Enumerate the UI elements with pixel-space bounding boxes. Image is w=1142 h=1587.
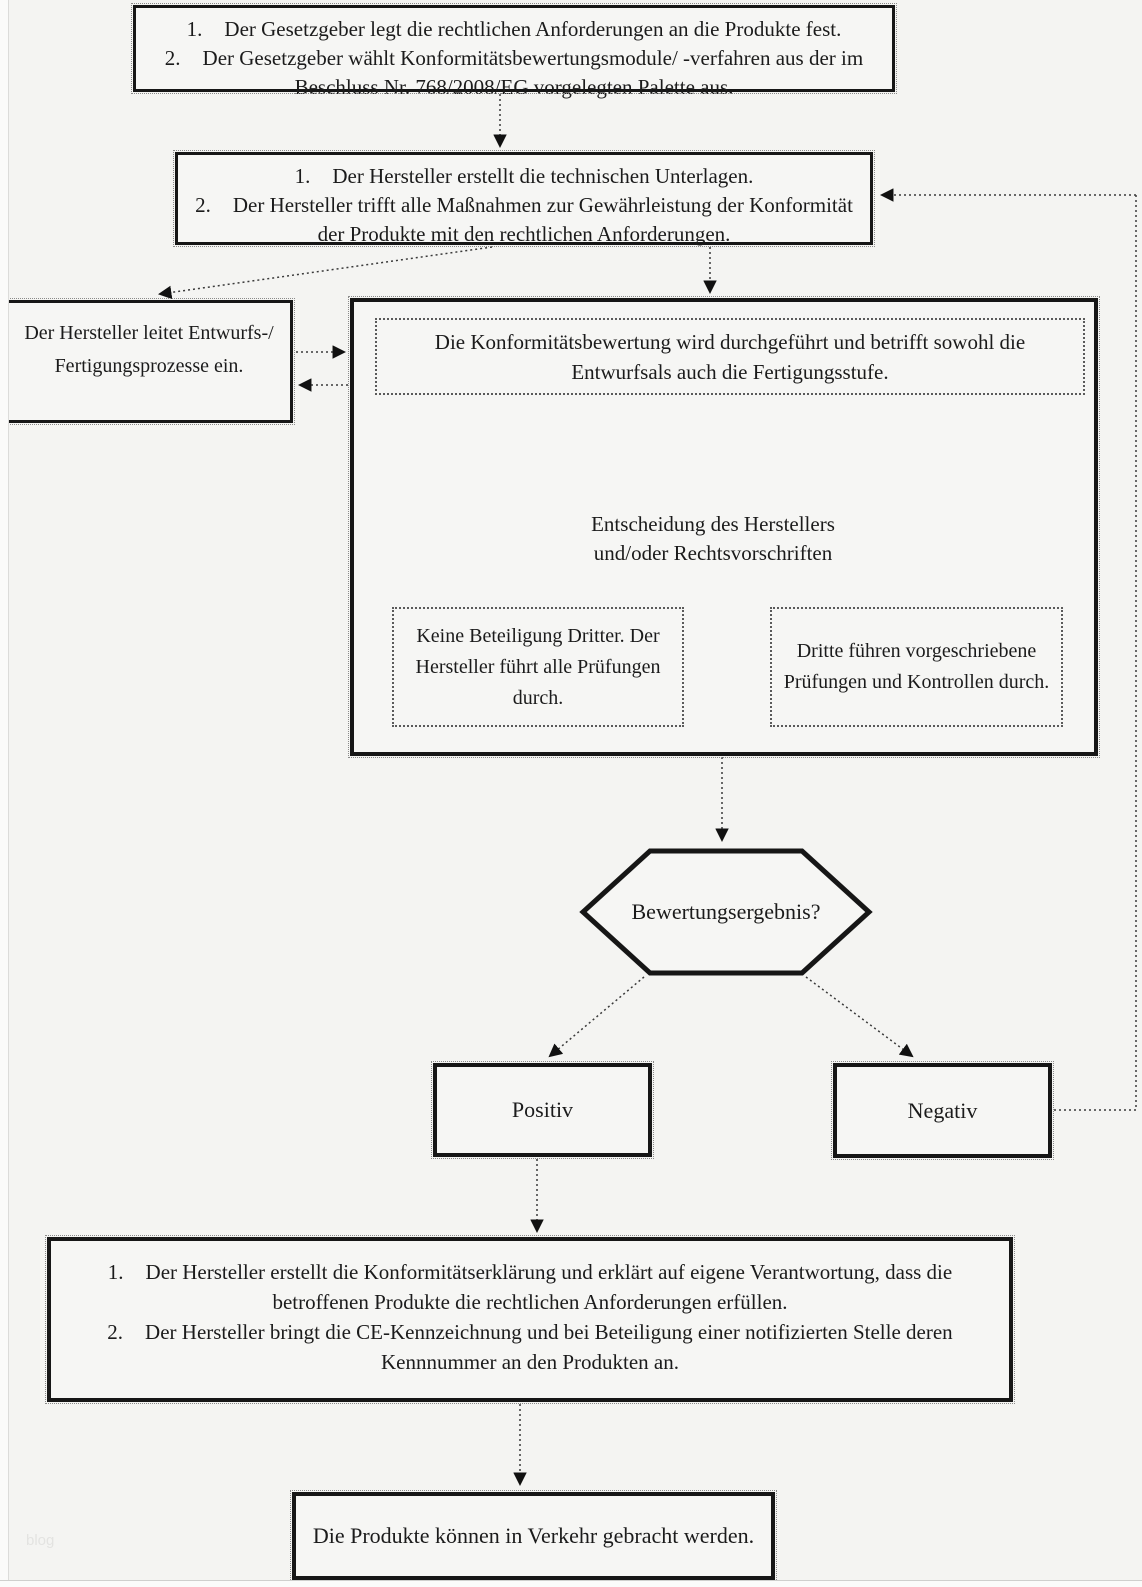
list-number: 1. (294, 164, 311, 188)
negative-box: Negativ (831, 1061, 1054, 1160)
prep-item-2: 2. Der Hersteller trifft alle Maßnahmen z… (190, 191, 858, 249)
manufacturer-prep-box: 1. Der Hersteller erstellt die technische… (173, 150, 875, 247)
watermark: blog (26, 1532, 55, 1549)
legislator-box: 1. Der Gesetzgeber legt die rechtlichen A… (131, 3, 897, 99)
result-hexagon-text: Bewertungsergebnis? (631, 899, 821, 924)
declaration-box: 1. Der Hersteller erstellt die Konformitä… (45, 1235, 1015, 1404)
no-third-party-box: Keine Beteiligung Dritter. Der Herstelle… (392, 607, 684, 727)
conformity-assessment-box: Die Konformitätsbewertung wird durchgefü… (375, 318, 1085, 395)
list-number: 2. (195, 193, 211, 217)
positive-text: Positiv (511, 1097, 574, 1122)
market-box: Die Produkte können in Verkehr gebracht … (290, 1490, 777, 1582)
scan-edge-bottom (0, 1580, 1142, 1587)
third-party-box: Dritte führen vorgeschriebene Prüfungen … (770, 607, 1063, 727)
list-number: 2. (164, 46, 181, 70)
negative-text: Negativ (907, 1097, 978, 1123)
design-process-box: Der Hersteller leitet Entwurfs-/ Fertigu… (3, 298, 295, 425)
prep-item-1-text: Der Hersteller erstellt die technischen … (332, 164, 754, 188)
prep-item-1: 1. Der Hersteller erstellt die technische… (190, 162, 858, 191)
declaration-item-2-text: Der Hersteller bringt die CE-Kennzeichnu… (145, 1320, 953, 1374)
design-process-text: Der Hersteller leitet Entwurfs-/ Fertigu… (24, 322, 274, 377)
legislator-item-2: 2. Der Gesetzgeber wählt Konformitätsbewe… (148, 44, 880, 102)
list-number: 1. (107, 1260, 124, 1284)
legislator-item-2-text: Der Gesetzgeber wählt Konformitätsbewert… (202, 46, 864, 99)
third-party-text: Dritte führen vorgeschriebene Prüfungen … (783, 640, 1050, 693)
connector-result-to-positiv (548, 976, 645, 1058)
connector-prep-to-design (157, 246, 493, 300)
list-number: 2. (107, 1320, 124, 1344)
market-text: Die Produkte können in Verkehr gebracht … (312, 1523, 755, 1548)
positive-box: Positiv (431, 1061, 654, 1159)
list-number: 1. (186, 17, 203, 41)
declaration-item-1-text: Der Hersteller erstellt die Konformitäts… (145, 1260, 953, 1314)
assessment-container-box (348, 296, 1100, 758)
legislator-item-1-text: Der Gesetzgeber legt die rechtlichen Anf… (224, 17, 842, 41)
result-hexagon-label: Bewertungsergebnis? (583, 851, 869, 973)
declaration-item-1: 1. Der Hersteller erstellt die Konformitä… (63, 1257, 997, 1317)
decision-label: Entscheidung des Herstellers und/oder Re… (553, 510, 873, 568)
prep-item-2-text: Der Hersteller trifft alle Maßnahmen zur… (232, 193, 853, 246)
legislator-item-1: 1. Der Gesetzgeber legt die rechtlichen A… (148, 15, 880, 44)
declaration-item-2: 2. Der Hersteller bringt die CE-Kennzeich… (63, 1317, 997, 1377)
connector-result-to-negativ (805, 976, 914, 1058)
decision-label-text: Entscheidung des Herstellers und/oder Re… (591, 512, 835, 565)
no-third-party-text: Keine Beteiligung Dritter. Der Herstelle… (415, 624, 661, 709)
conformity-assessment-text: Die Konformitätsbewertung wird durchgefü… (434, 329, 1026, 384)
scan-edge-left (0, 0, 9, 1587)
